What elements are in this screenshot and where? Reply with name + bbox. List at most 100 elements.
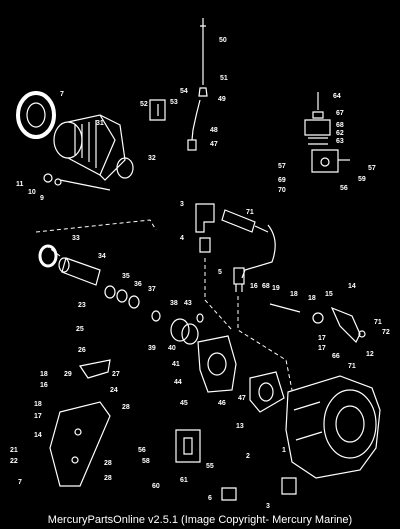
small-bracket-part xyxy=(175,429,201,463)
housing-part xyxy=(53,114,126,191)
callout: 50 xyxy=(219,37,227,44)
callout: 23 xyxy=(78,302,86,309)
callout: 63 xyxy=(336,138,344,145)
shift-lever-part xyxy=(269,303,366,344)
callout: 5 xyxy=(218,269,222,276)
callout: 25 xyxy=(76,326,84,333)
callout: 12 xyxy=(366,351,374,358)
callout: 71 xyxy=(348,363,356,370)
mounting-plate-part xyxy=(197,335,237,393)
callout: 16 xyxy=(40,382,48,389)
callout: 35 xyxy=(122,273,130,280)
callout: 32 xyxy=(148,155,156,162)
callout: 58 xyxy=(142,458,150,465)
callout: 48 xyxy=(210,127,218,134)
coupler-part xyxy=(38,244,101,286)
callout: 47 xyxy=(238,395,246,402)
callout: 28 xyxy=(104,460,112,467)
callout: 56 xyxy=(138,447,146,454)
callout: 18 xyxy=(290,291,298,298)
callout: 40 xyxy=(168,345,176,352)
callout: 49 xyxy=(218,96,226,103)
callout: 54 xyxy=(180,88,188,95)
washer-stack-part xyxy=(104,285,161,322)
callout: 10 xyxy=(28,189,36,196)
callout: 60 xyxy=(152,483,160,490)
callout: 28 xyxy=(122,404,130,411)
callout: 67 xyxy=(336,110,344,117)
callout: 68 xyxy=(336,122,344,129)
callout: 22 xyxy=(10,458,18,465)
callout: 19 xyxy=(272,285,280,292)
callout: 53 xyxy=(170,99,178,106)
callout: 9 xyxy=(40,195,44,202)
callout: 18 xyxy=(40,371,48,378)
callout: 3 xyxy=(266,503,270,510)
callout: 1 xyxy=(282,447,286,454)
gasket-part-9 xyxy=(249,371,285,413)
callout: 64 xyxy=(333,93,341,100)
fastener-part xyxy=(43,173,62,186)
callout: 17 xyxy=(318,335,326,342)
callout: 62 xyxy=(336,130,344,137)
callout: 21 xyxy=(10,447,18,454)
callout: 45 xyxy=(180,400,188,407)
callout: 52 xyxy=(140,101,148,108)
callout: 6 xyxy=(208,495,212,502)
callout: 68 xyxy=(262,283,270,290)
sender-part xyxy=(221,209,276,279)
callout: 61 xyxy=(180,477,188,484)
callout: 41 xyxy=(172,361,180,368)
callout: 31 xyxy=(96,120,104,127)
hose-part xyxy=(187,99,201,151)
seal-stack-part xyxy=(170,313,204,345)
callout: 26 xyxy=(78,347,86,354)
callout: 72 xyxy=(382,329,390,336)
callout: 47 xyxy=(210,141,218,148)
callout: 44 xyxy=(174,379,182,386)
callout: 69 xyxy=(278,177,286,184)
callout: 71 xyxy=(246,209,254,216)
callout: 57 xyxy=(368,165,376,172)
callout: 24 xyxy=(110,387,118,394)
callout: 56 xyxy=(340,185,348,192)
elbow-fitting-part xyxy=(195,203,215,253)
callout: 29 xyxy=(64,371,72,378)
callout-labels: 50 51 49 54 52 53 48 47 7 31 32 11 10 9 … xyxy=(10,37,390,510)
callout: 2 xyxy=(246,453,250,460)
callout: 4 xyxy=(180,235,184,242)
callout: 28 xyxy=(104,475,112,482)
callout: 13 xyxy=(236,423,244,430)
gasket-part xyxy=(116,157,134,179)
callout: 43 xyxy=(184,300,192,307)
callout: 18 xyxy=(34,401,42,408)
callout: 14 xyxy=(34,432,42,439)
callout: 17 xyxy=(34,413,42,420)
callout: 15 xyxy=(325,291,333,298)
callout: 17 xyxy=(318,345,326,352)
assembly-guide-lines xyxy=(35,219,293,391)
callout: 57 xyxy=(278,163,286,170)
left-bracket-part xyxy=(49,359,111,487)
callout: 11 xyxy=(16,181,24,188)
callout: 27 xyxy=(112,371,120,378)
callout: 55 xyxy=(206,463,214,470)
callout: 34 xyxy=(98,253,106,260)
bracket-part xyxy=(149,99,166,121)
callout: 36 xyxy=(134,281,142,288)
callout: 51 xyxy=(220,75,228,82)
callout: 71 xyxy=(374,319,382,326)
transmission-housing-part xyxy=(285,375,381,479)
dipstick-part xyxy=(198,18,208,97)
callout: 39 xyxy=(148,345,156,352)
callout: 33 xyxy=(72,235,80,242)
copyright-footer: MercuryPartsOnline v2.5.1 (Image Copyrig… xyxy=(0,512,400,529)
callout: 7 xyxy=(18,479,22,486)
clip-part xyxy=(221,477,297,501)
parts-exploded-diagram: 50 51 49 54 52 53 48 47 7 31 32 11 10 9 … xyxy=(10,18,390,510)
valve-stack-part xyxy=(304,92,350,173)
callout: 16 xyxy=(250,283,258,290)
switch-part xyxy=(233,267,245,292)
callout: 46 xyxy=(218,400,226,407)
callout: 66 xyxy=(332,353,340,360)
